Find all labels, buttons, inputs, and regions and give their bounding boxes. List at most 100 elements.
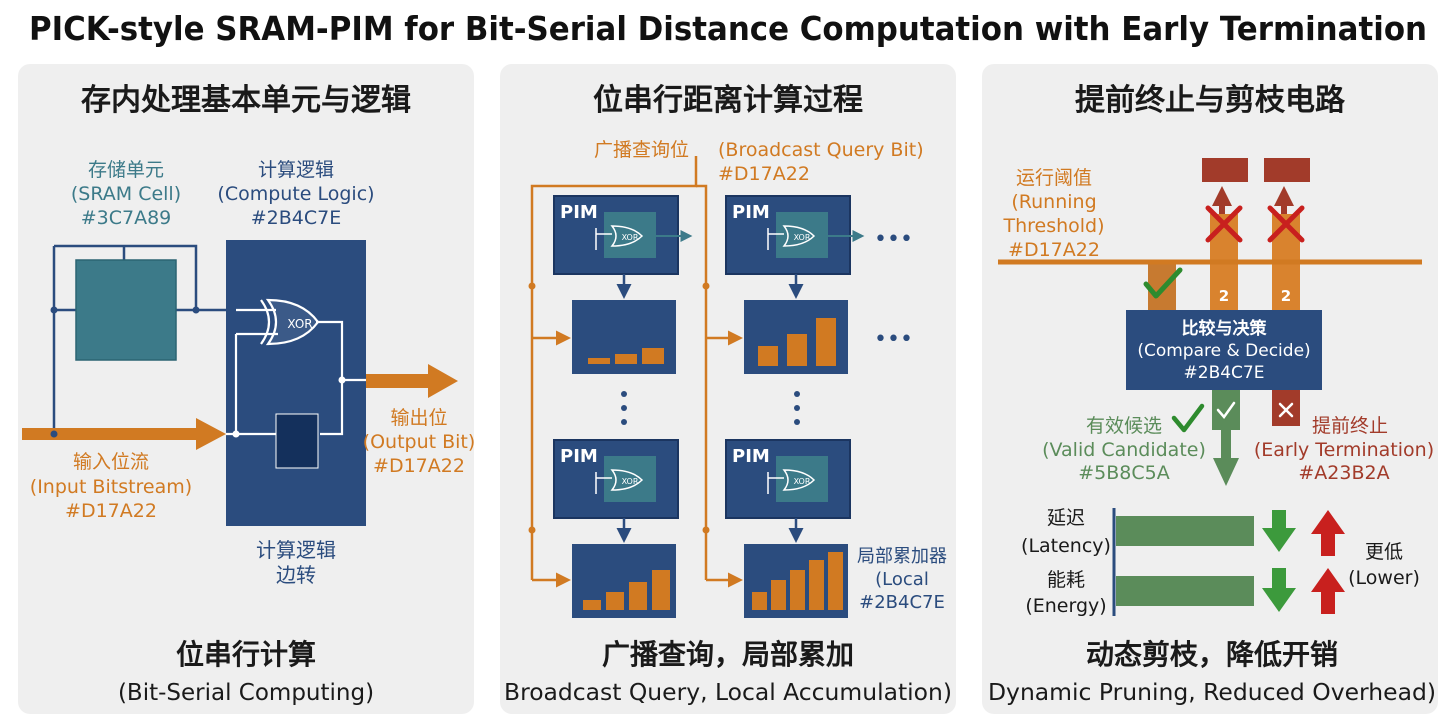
junction-dot [192,306,200,314]
pim-label: PIM [732,446,770,467]
up-arrow-red [1311,510,1345,556]
valid-output-bar [1212,390,1240,430]
early-termination-label-en: (Early Termination) [1254,439,1434,461]
early-termination-bar [1272,390,1300,426]
threshold-label-en-1: (Running [1011,191,1096,213]
ellipsis-horizontal: ••• [874,227,913,252]
ellipsis-dot [621,405,627,411]
pim-input-wire [767,228,784,250]
ellipsis-dot [621,391,627,397]
xor-label: XOR [622,233,639,242]
junction-dot [528,526,536,534]
close-icon [1267,205,1305,243]
compute-internal-wiring [234,308,366,436]
xor-gate [782,469,816,491]
accumulator [744,300,848,374]
xor-label: XOR [622,477,639,486]
ellipsis-horizontal: ••• [874,327,913,352]
terminated-result-box [1202,158,1248,182]
accumulator-bar [652,570,670,610]
broadcast-bus [530,156,743,588]
latch-block [275,413,319,469]
panel-2-heading: 位串行距离计算过程 [593,83,863,118]
junction-dot [702,526,710,534]
terminated-result-box [1264,158,1310,182]
panel-distance-computation: 位串行距离计算过程 广播查询位 (Broadcast Query Bit) #D… [500,64,956,714]
panel-1-heading: 存内处理基本单元与逻辑 [81,83,411,118]
xor-cell [604,456,656,502]
check-icon [1171,403,1205,433]
pim-block: PIM XOR [553,195,693,299]
xor-gate [265,298,320,346]
accumulator-bar [758,346,778,366]
xor-cell [776,456,828,502]
junction-dot [232,430,240,438]
xor-gate [782,225,816,247]
accumulator-bar [629,582,647,610]
accumulator-bar [809,560,824,610]
ellipsis-dot [794,419,800,425]
accumulator-label-cn: 局部累加器 [857,546,947,567]
sram-cell-label-cn: 存储单元 [88,159,164,181]
panel-3-footer-en: Dynamic Pruning, Reduced Overhead) [988,680,1436,706]
candidate-bar-count: 2 [1281,287,1291,305]
output-bit-label-en: (Output Bit) [363,431,476,453]
pim-label: PIM [732,202,770,223]
input-bitstream-arrow [22,418,226,450]
input-bitstream-label-cn: 输入位流 [73,451,149,473]
pim-label: PIM [560,446,598,467]
input-bitstream-label-en: (Input Bitstream) [30,476,192,498]
junction-dot [50,430,58,438]
accumulator-bar [828,552,843,610]
accumulator [572,544,676,618]
compute-logic-block [226,240,366,526]
accumulator-bar [752,592,767,610]
accumulator-bar [790,570,805,610]
check-icon [1216,401,1236,420]
panel-2-footer-cn: 广播查询，局部累加 [602,638,854,671]
valid-candidate-label-en: (Valid Candidate) [1042,439,1206,461]
valid-down-arrow [1213,430,1239,486]
candidate-bar-count: 2 [1219,287,1229,305]
xor-cell [776,212,828,258]
output-bit-label-hex: #D17A22 [373,455,465,477]
lower-label-en: (Lower) [1348,567,1420,589]
early-termination-label-cn: 提前终止 [1312,415,1388,437]
xor-cell [604,212,656,258]
accumulator-bar [787,334,807,366]
threshold-label-cn: 运行阈值 [1016,167,1092,189]
sram-cell-label-hex: #3C7A89 [81,207,172,229]
compute-bottom-label-2: 边转 [276,563,316,587]
broadcast-label-cn: 广播查询位 [594,139,689,161]
latency-label-en: (Latency) [1021,535,1111,557]
output-bit-label-cn: 输出位 [390,407,447,429]
junction-dot [528,282,536,290]
latency-label-cn: 延迟 [1047,507,1085,529]
xor-label: XOR [287,317,312,331]
accumulator-bar [642,348,664,364]
down-arrow-green [1262,568,1296,612]
up-arrow-red [1274,186,1294,220]
pim-input-wire [595,472,612,494]
check-icon [1143,267,1183,299]
panel-bit-serial-unit: 存内处理基本单元与逻辑 存储单元 (SRAM Cell) #3C7A89 计算逻… [18,64,475,714]
pim-input-wire [595,228,612,250]
compare-decide-label-en: (Compare & Decide) [1137,341,1310,361]
compare-decide-label-hex: #2B4C7E [1184,363,1265,383]
valid-candidate-label-cn: 有效候选 [1086,415,1162,437]
pim-block: PIM XOR [725,195,865,299]
threshold-label-hex: #D17A22 [1008,239,1100,261]
energy-label-en: (Energy) [1025,595,1106,617]
ellipsis-dot [794,405,800,411]
junction-dot [50,306,58,314]
accumulator-bar [771,580,786,610]
threshold-label-en-2: Threshold) [1002,215,1104,237]
compare-decide-box [1126,310,1322,390]
pim-block: PIM XOR [553,439,679,543]
pim-input-wire [767,472,784,494]
accumulator-label-en: (Local [875,569,929,590]
compute-logic-label-cn: 计算逻辑 [258,159,334,181]
accumulator-bar [816,318,836,366]
pim-label: PIM [560,202,598,223]
ellipsis-dot [794,391,800,397]
